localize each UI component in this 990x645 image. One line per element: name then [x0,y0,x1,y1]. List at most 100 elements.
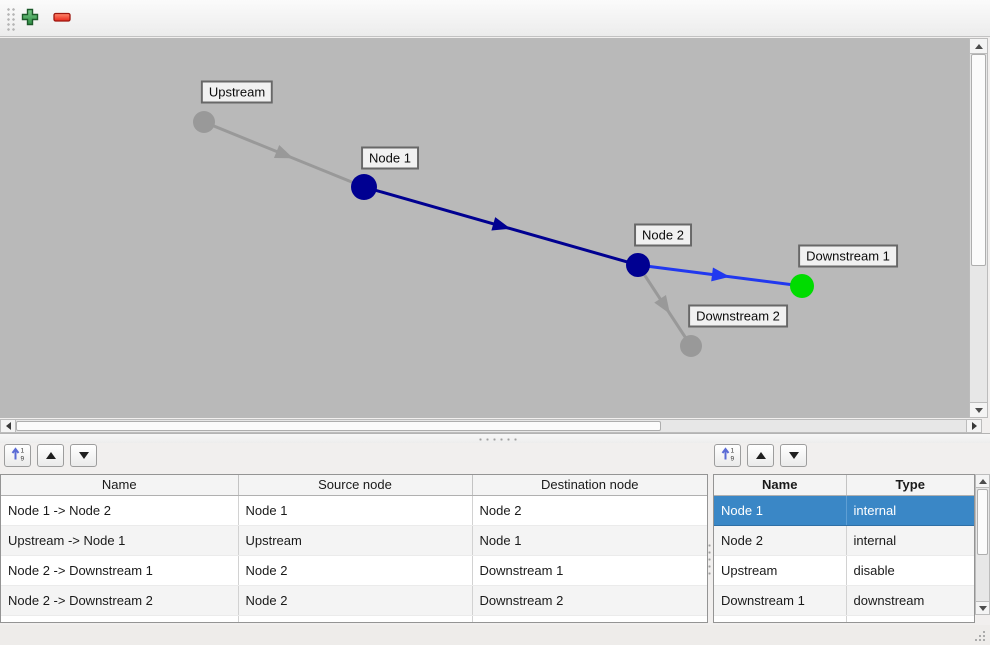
splitter-grip-icon [708,542,711,576]
table-row-empty [1,615,707,622]
scroll-down-button[interactable] [969,402,988,418]
add-button[interactable] [16,5,44,32]
graph-svg [193,111,814,357]
graph-node-downstream-2[interactable] [680,335,702,357]
edges-toolbar: 1 9 [0,443,707,471]
cell-source[interactable]: Node 1 [238,495,473,526]
cell-type[interactable]: internal [846,525,974,556]
cell-destination[interactable]: Node 2 [472,495,707,526]
nodes-header-row: Name Type [714,475,974,496]
edges-move-down-button[interactable] [70,444,97,467]
nodes-move-up-button[interactable] [747,444,774,467]
cell-source[interactable]: Upstream [238,525,473,556]
edges-move-up-button[interactable] [37,444,64,467]
triangle-up-icon [974,43,983,49]
down-arrow-icon [78,452,89,459]
cell-type[interactable]: disable [846,555,974,586]
edge-arrow-icon [491,217,511,231]
cell-name[interactable]: Downstream 1 [714,585,847,616]
window-resize-grip[interactable] [974,630,986,642]
graph-node-downstream-1[interactable] [790,274,814,298]
toolbar-drag-handle[interactable] [6,7,16,31]
cell-type[interactable]: downstream [846,585,974,616]
edge-arrow-icon [711,267,730,282]
edge-arrow-icon [273,145,294,159]
nodes-move-down-button[interactable] [780,444,807,467]
nodes-table-scrollbar[interactable] [975,474,990,615]
node-label-upstream[interactable]: Upstream [200,80,274,104]
cell-type[interactable]: internal [846,495,974,526]
nodes-table: Name Type Node 1 internal Node 2 interna… [713,474,975,623]
node-label-downstream-1[interactable]: Downstream 1 [798,244,898,268]
cell-name[interactable]: Node 1 [714,495,847,526]
edges-table: Name Source node Destination node Node 1… [0,474,708,623]
column-header-name[interactable]: Name [714,475,847,496]
minus-icon [52,7,72,30]
cell-name[interactable]: Node 2 -> Downstream 2 [1,585,239,616]
graph-node-node-1[interactable] [351,174,377,200]
cell-source[interactable]: Node 2 [238,585,473,616]
scroll-right-button[interactable] [966,419,982,433]
cell-name[interactable]: Upstream -> Node 1 [1,525,239,556]
remove-button[interactable] [48,5,76,32]
scroll-down-button[interactable] [975,601,990,615]
horizontal-splitter[interactable] [0,433,990,443]
graph-node-upstream[interactable] [193,111,215,133]
up-arrow-icon [755,452,766,459]
triangle-down-icon [974,407,983,413]
edge-arrow-icon [654,294,670,314]
splitter-grip-icon [477,438,517,441]
plus-icon [20,7,40,30]
svg-text:9: 9 [730,456,734,463]
node-label-node-2[interactable]: Node 2 [634,223,692,247]
table-row[interactable]: Node 1 internal [714,495,974,526]
node-label-downstream-2[interactable]: Downstream 2 [688,304,788,328]
cell-destination[interactable]: Downstream 2 [472,585,707,616]
main-toolbar [0,0,990,37]
scroll-thumb[interactable] [977,489,988,555]
vertical-splitter[interactable] [707,474,713,623]
scroll-up-button[interactable] [969,38,988,54]
cell-name[interactable]: Node 2 [714,525,847,556]
column-header-type[interactable]: Type [846,475,974,496]
scroll-left-button[interactable] [0,419,16,433]
column-header-destination-node[interactable]: Destination node [472,475,707,496]
table-row[interactable]: Node 1 -> Node 2 Node 1 Node 2 [1,495,707,526]
nodes-sort-button[interactable]: 1 9 [714,444,741,467]
edges-header-row: Name Source node Destination node [1,475,707,496]
scroll-up-button[interactable] [975,474,990,488]
svg-text:1: 1 [20,448,24,455]
cell-name[interactable]: Node 2 -> Downstream 1 [1,555,239,586]
table-row[interactable]: Upstream -> Node 1 Upstream Node 1 [1,525,707,556]
down-arrow-icon [788,452,799,459]
column-header-name[interactable]: Name [1,475,239,496]
table-row[interactable]: Upstream disable [714,555,974,586]
triangle-up-icon [978,478,987,484]
triangle-right-icon [971,422,977,430]
status-strip [0,625,990,645]
table-row[interactable]: Downstream 1 downstream [714,585,974,616]
edges-sort-button[interactable]: 1 9 [4,444,31,467]
cell-name[interactable]: Node 1 -> Node 2 [1,495,239,526]
horizontal-scroll-thumb[interactable] [16,421,661,431]
column-header-source-node[interactable]: Source node [238,475,473,496]
svg-text:1: 1 [730,448,734,455]
table-row[interactable]: Node 2 internal [714,525,974,556]
svg-text:9: 9 [20,456,24,463]
table-row[interactable]: Node 2 -> Downstream 1 Node 2 Downstream… [1,555,707,586]
cell-name[interactable]: Upstream [714,555,847,586]
sort-ascending-icon: 1 9 [10,446,26,465]
cell-source[interactable]: Node 2 [238,555,473,586]
graph-node-node-2[interactable] [626,253,650,277]
canvas-horizontal-scrollbar[interactable] [0,419,982,433]
canvas-vertical-scrollbar[interactable] [969,38,988,418]
node-label-node-1[interactable]: Node 1 [361,146,419,170]
nodes-toolbar: 1 9 [713,443,990,471]
triangle-down-icon [978,605,987,611]
table-row-empty [714,615,974,622]
table-row[interactable]: Node 2 -> Downstream 2 Node 2 Downstream… [1,585,707,616]
cell-destination[interactable]: Node 1 [472,525,707,556]
cell-destination[interactable]: Downstream 1 [472,555,707,586]
vertical-scroll-thumb[interactable] [971,54,986,266]
